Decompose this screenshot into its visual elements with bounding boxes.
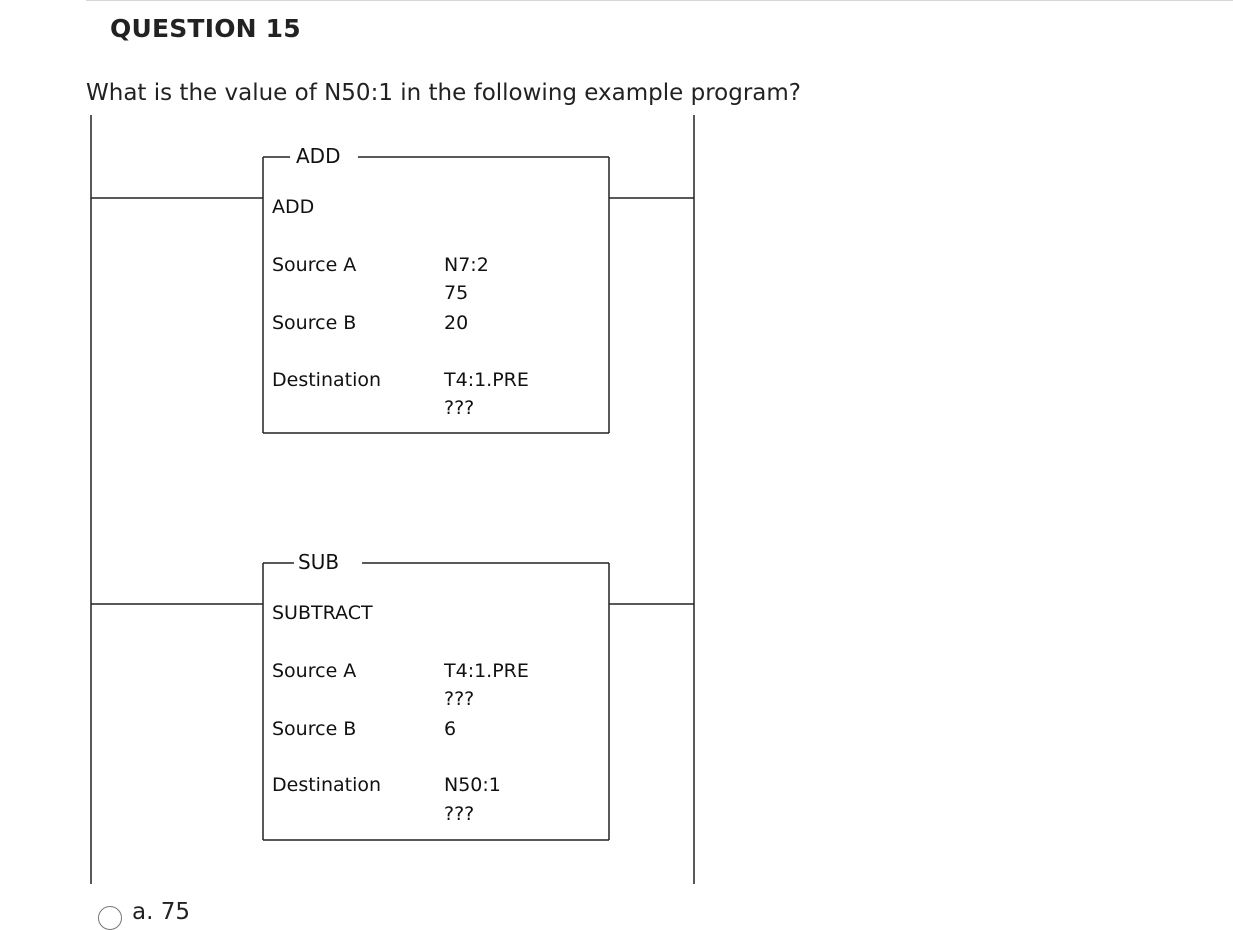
sub-source-a-addr: T4:1.PRE xyxy=(443,660,529,682)
sub-tag: SUB xyxy=(298,550,339,574)
rung-add: ADD ADD Source A N7:2 75 Source B 20 Des… xyxy=(91,144,694,434)
sub-dest-addr: N50:1 xyxy=(444,774,501,796)
sub-source-b-value: 6 xyxy=(444,718,456,740)
add-name: ADD xyxy=(272,196,314,218)
sub-source-a-value: ??? xyxy=(444,688,474,710)
sub-source-b-label: Source B xyxy=(272,718,356,740)
add-tag: ADD xyxy=(296,144,340,168)
add-dest-label: Destination xyxy=(272,369,381,391)
add-dest-addr: T4:1.PRE xyxy=(443,369,529,391)
add-source-b-label: Source B xyxy=(272,312,356,334)
add-dest-value: ??? xyxy=(444,397,474,419)
top-divider xyxy=(86,0,1233,1)
add-source-b-value: 20 xyxy=(444,312,468,334)
answer-option-a[interactable]: a. 75 xyxy=(98,896,190,930)
add-source-a-value: 75 xyxy=(444,282,468,304)
answer-radio-a[interactable] xyxy=(98,906,122,930)
rung-sub: SUB SUBTRACT Source A T4:1.PRE ??? Sourc… xyxy=(91,550,694,841)
sub-name: SUBTRACT xyxy=(272,602,373,624)
sub-dest-value: ??? xyxy=(444,803,474,825)
sub-source-a-label: Source A xyxy=(272,660,356,682)
sub-dest-label: Destination xyxy=(272,774,381,796)
question-heading: QUESTION 15 xyxy=(110,14,301,43)
add-source-a-label: Source A xyxy=(272,254,356,276)
add-source-a-addr: N7:2 xyxy=(444,254,489,276)
answer-label-a: a. 75 xyxy=(132,899,190,925)
question-text: What is the value of N50:1 in the follow… xyxy=(86,80,801,106)
